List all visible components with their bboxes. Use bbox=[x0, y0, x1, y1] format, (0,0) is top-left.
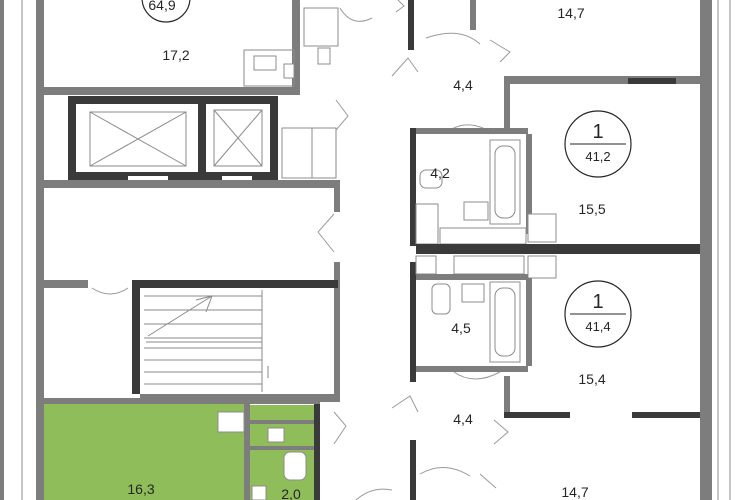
corridor-left-walls bbox=[44, 180, 340, 402]
apartment-badge-top-left[interactable] bbox=[141, 0, 191, 23]
room-area-top-left-total: 64,9 bbox=[148, 0, 175, 13]
upper-right-apartment bbox=[415, 0, 700, 254]
elevator-block bbox=[68, 96, 278, 182]
room-area-hall-upper: 4,4 bbox=[453, 77, 473, 93]
staircase bbox=[44, 280, 338, 402]
room-area-room-upper: 15,5 bbox=[578, 201, 605, 217]
apartment-rooms-lower: 1 bbox=[592, 291, 603, 313]
room-area-hall-lower: 4,4 bbox=[453, 411, 473, 427]
lower-right-apartment bbox=[415, 255, 700, 489]
apartment-area-upper: 41,2 bbox=[585, 149, 610, 164]
room-area-top-left: 17,2 bbox=[162, 47, 189, 63]
highlighted-apartment[interactable] bbox=[44, 403, 316, 500]
tech-room bbox=[281, 99, 349, 179]
apartment-area-lower: 41,4 bbox=[585, 319, 610, 334]
room-area-top-right: 14,7 bbox=[557, 5, 584, 21]
apartment-badge-upper[interactable]: 1 41,2 bbox=[564, 110, 632, 178]
highlighted-apartment-walls bbox=[44, 398, 320, 500]
room-areas: 64,9 17,2 14,7 4,4 4,2 15,5 4,5 15,4 4,4… bbox=[127, 0, 605, 500]
room-area-bath-upper: 4,2 bbox=[430, 165, 450, 181]
central-corridor bbox=[333, 0, 419, 500]
room-area-room-lower: 15,4 bbox=[578, 371, 605, 387]
room-area-highlighted: 16,3 bbox=[127, 481, 154, 497]
apartment-badge-lower[interactable]: 1 41,4 bbox=[564, 280, 632, 348]
room-area-bottom-right: 14,7 bbox=[561, 484, 588, 500]
room-area-bath-lower: 4,5 bbox=[451, 320, 471, 336]
apartment-rooms-upper: 1 bbox=[592, 121, 603, 143]
top-left-apartment-walls bbox=[44, 0, 405, 95]
room-area-highlighted-bath: 2,0 bbox=[281, 486, 301, 500]
